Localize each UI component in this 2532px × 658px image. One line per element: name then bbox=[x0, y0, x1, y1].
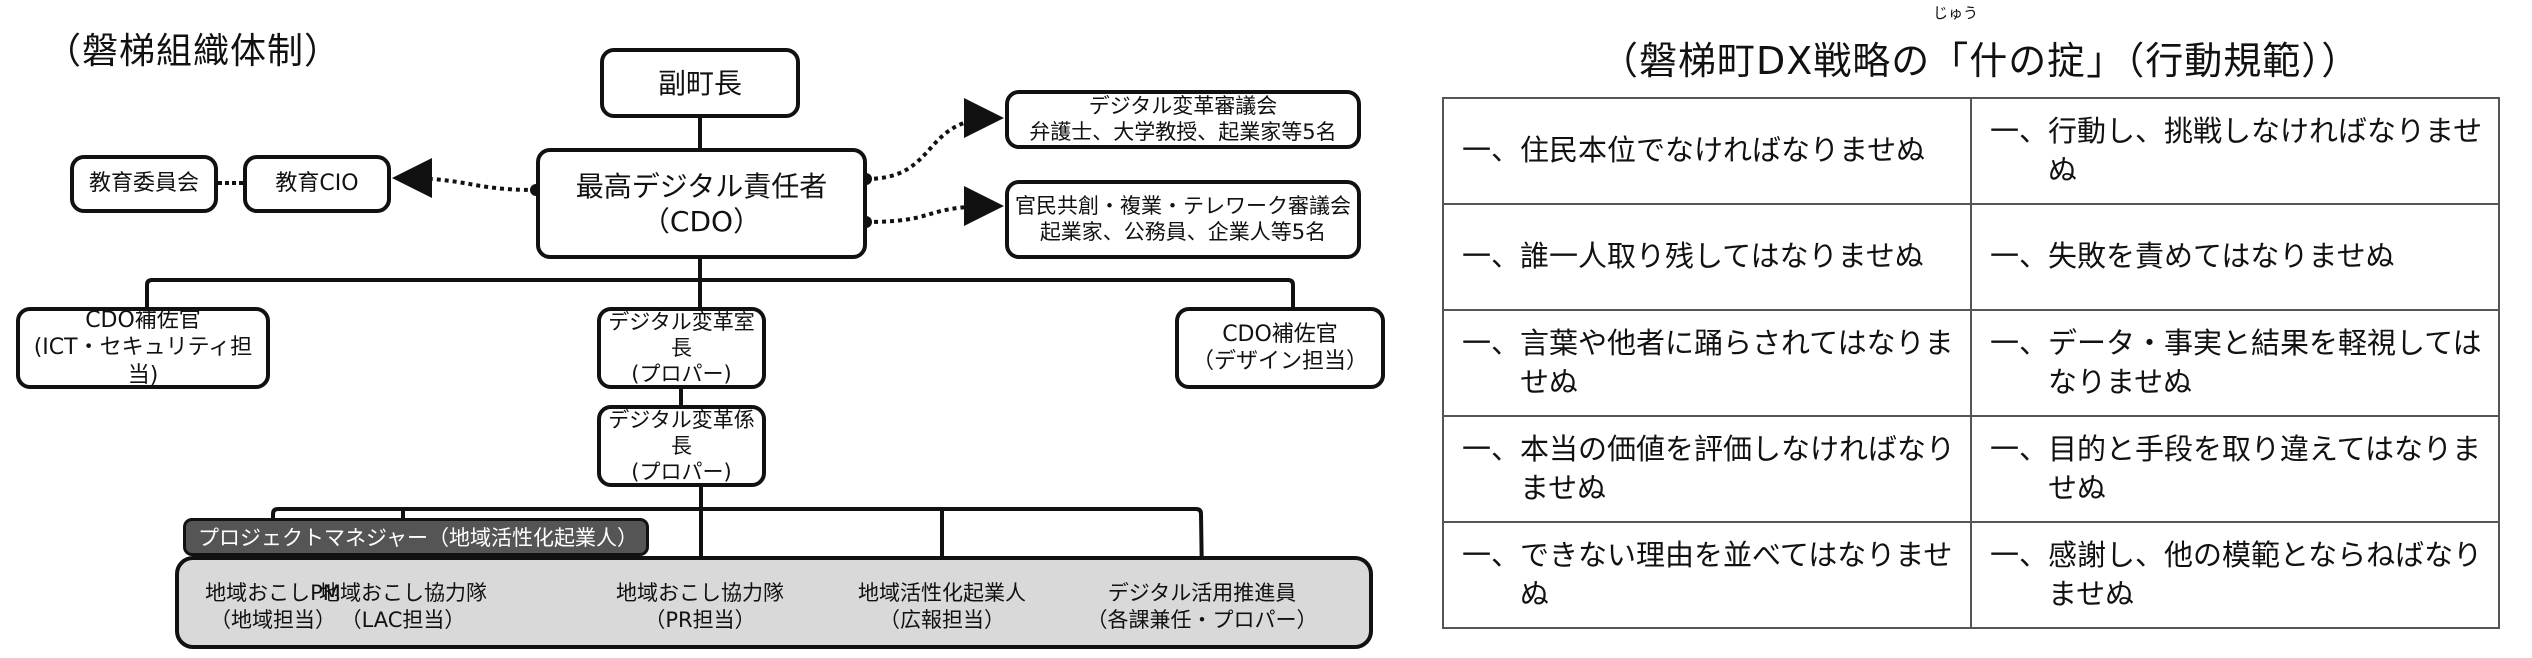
rule-item: 一、データ・事実と結果を軽視してはなりませぬ bbox=[1990, 324, 2484, 402]
rule-bullet: 一、 bbox=[1990, 325, 2049, 360]
rule-bullet: 一、 bbox=[1462, 537, 1521, 572]
member-name: 地域活性化起業人 bbox=[858, 581, 1026, 605]
member-role: （地域担当） bbox=[209, 608, 336, 633]
cocreation-council-name: 官民共創・複業・テレワーク審議会 bbox=[1015, 194, 1351, 219]
member-cooperation-lac: 地域おこし協力隊 （LAC担当） bbox=[319, 580, 487, 635]
rule-item: 一、目的と手段を取り違えてはなりませぬ bbox=[1990, 430, 2484, 508]
rule-text: 誰一人取り残してはなりませぬ bbox=[1520, 239, 1924, 274]
member-role: （LAC担当） bbox=[340, 608, 466, 633]
dx-section-head-title: デジタル変革係長 bbox=[608, 407, 755, 458]
member-regional-pm: 地域おこしPM （地域担当） bbox=[205, 580, 341, 635]
member-cooperation-pr: 地域おこし協力隊 （PR担当） bbox=[616, 580, 784, 635]
rule-bullet: 一、 bbox=[1462, 133, 1521, 168]
rule-item: 一、行動し、挑戦しなければなりませぬ bbox=[1990, 112, 2484, 190]
table-cell: 一、住民本位でなければなりませぬ bbox=[1442, 97, 1972, 205]
rule-text: できない理由を並べてはなりませぬ bbox=[1520, 537, 1953, 611]
member-name: 地域おこし協力隊 bbox=[616, 581, 784, 605]
rule-text: 本当の価値を評価しなければなりませぬ bbox=[1520, 431, 1956, 505]
rule-item: 一、感謝し、他の模範とならねばなりませぬ bbox=[1990, 536, 2484, 614]
rule-item: 一、誰一人取り残してはなりませぬ bbox=[1462, 237, 1956, 276]
member-name: デジタル活用推進員 bbox=[1107, 581, 1297, 605]
table-row: 一、誰一人取り残してはなりませぬ一、失敗を責めてはなりませぬ bbox=[1442, 203, 2500, 311]
rule-item: 一、住民本位でなければなりませぬ bbox=[1462, 131, 1956, 170]
member-name: 地域おこしPM bbox=[205, 581, 341, 605]
rule-item: 一、失敗を責めてはなりませぬ bbox=[1990, 237, 2484, 276]
rule-text: 住民本位でなければなりませぬ bbox=[1520, 133, 1926, 168]
connector-cdo-council2 bbox=[865, 186, 1004, 227]
connector-cdo-council1 bbox=[865, 98, 1004, 181]
dx-section-head-role: (プロパー) bbox=[631, 460, 732, 485]
education-board-label: 教育委員会 bbox=[88, 171, 199, 197]
dx-council-name: デジタル変革審議会 bbox=[1088, 94, 1278, 119]
rule-item: 一、本当の価値を評価しなければなりませぬ bbox=[1462, 430, 1956, 508]
rule-bullet: 一、 bbox=[1990, 431, 2049, 466]
connector-branch-top bbox=[145, 278, 1295, 307]
table-cell: 一、言葉や他者に踊らされてはなりませぬ bbox=[1442, 309, 1972, 417]
cdo-assistant-design-title: CDO補佐官 bbox=[1222, 321, 1338, 347]
cdo-assistant-ict-role: (ICT・セキュリティ担当) bbox=[33, 335, 253, 388]
table-cell: 一、目的と手段を取り違えてはなりませぬ bbox=[1970, 415, 2500, 523]
member-role: （各課兼任・プロパー） bbox=[1086, 608, 1318, 633]
rule-bullet: 一、 bbox=[1462, 431, 1521, 466]
cocreation-council-members: 起業家、公務員、企業人等5名 bbox=[1039, 219, 1327, 244]
dx-office-head-role: (プロパー) bbox=[631, 362, 732, 387]
project-team-group bbox=[175, 556, 1373, 649]
rule-text: 目的と手段を取り違えてはなりませぬ bbox=[2048, 431, 2481, 505]
deputy-mayor-label: 副町長 bbox=[657, 66, 742, 100]
org-chart-title: （磐梯組織体制） bbox=[45, 31, 342, 72]
member-regional-entrepreneur: 地域活性化起業人 （広報担当） bbox=[858, 580, 1026, 635]
table-row: 一、言葉や他者に踊らされてはなりませぬ一、データ・事実と結果を軽視してはなりませ… bbox=[1442, 309, 2500, 417]
table-cell: 一、誰一人取り残してはなりませぬ bbox=[1442, 203, 1972, 311]
rule-bullet: 一、 bbox=[1990, 113, 2049, 148]
rule-bullet: 一、 bbox=[1462, 325, 1521, 360]
rule-item: 一、言葉や他者に踊らされてはなりませぬ bbox=[1462, 324, 1956, 402]
code-of-conduct-table: 一、住民本位でなければなりませぬ一、行動し、挑戦しなければなりませぬ一、誰一人取… bbox=[1442, 97, 2500, 629]
table-row: 一、本当の価値を評価しなければなりませぬ一、目的と手段を取り違えてはなりませぬ bbox=[1442, 415, 2500, 523]
cocreation-council-box: 官民共創・複業・テレワーク審議会 起業家、公務員、企業人等5名 bbox=[1005, 180, 1361, 259]
table-cell: 一、できない理由を並べてはなりませぬ bbox=[1442, 521, 1972, 629]
table-cell: 一、失敗を責めてはなりませぬ bbox=[1970, 203, 2500, 311]
rule-text: 失敗を責めてはなりませぬ bbox=[2048, 239, 2395, 274]
table-cell: 一、本当の価値を評価しなければなりませぬ bbox=[1442, 415, 1972, 523]
education-board-box: 教育委員会 bbox=[70, 155, 218, 213]
table-cell: 一、感謝し、他の模範とならねばなりませぬ bbox=[1970, 521, 2500, 629]
member-digital-promoter: デジタル活用推進員 （各課兼任・プロパー） bbox=[1087, 580, 1318, 635]
dx-office-head-box: デジタル変革室長 (プロパー) bbox=[597, 307, 766, 389]
deputy-mayor-box: 副町長 bbox=[600, 48, 800, 118]
cdo-assistant-design-box: CDO補佐官 （デザイン担当） bbox=[1175, 307, 1385, 389]
table-cell: 一、データ・事実と結果を軽視してはなりませぬ bbox=[1970, 309, 2500, 417]
title-ruby: じゅう bbox=[1933, 4, 1979, 22]
table-row: 一、できない理由を並べてはなりませぬ一、感謝し、他の模範とならねばなりませぬ bbox=[1442, 521, 2500, 629]
education-cio-box: 教育CIO bbox=[243, 155, 391, 213]
table-cell: 一、行動し、挑戦しなければなりませぬ bbox=[1970, 97, 2500, 205]
code-of-conduct-title: （磐梯町DX戦略の「什の掟」（行動規範）） bbox=[1600, 39, 2361, 83]
cdo-assistant-ict-box: CDO補佐官 (ICT・セキュリティ担当) bbox=[16, 307, 270, 389]
dx-section-head-box: デジタル変革係長 (プロパー) bbox=[597, 405, 766, 487]
dx-office-head-title: デジタル変革室長 bbox=[608, 309, 755, 360]
dx-council-members: 弁護士、大学教授、起業家等5名 bbox=[1029, 119, 1337, 144]
cdo-assistant-design-role: （デザイン担当） bbox=[1191, 349, 1368, 374]
education-cio-label: 教育CIO bbox=[275, 171, 359, 197]
table-row: 一、住民本位でなければなりませぬ一、行動し、挑戦しなければなりませぬ bbox=[1442, 97, 2500, 205]
rule-text: 感謝し、他の模範とならねばなりませぬ bbox=[2048, 537, 2483, 611]
member-role: （PR担当） bbox=[644, 608, 756, 633]
member-name: 地域おこし協力隊 bbox=[319, 581, 487, 605]
rule-bullet: 一、 bbox=[1462, 239, 1521, 274]
rule-text: 行動し、挑戦しなければなりませぬ bbox=[2048, 113, 2483, 187]
project-manager-label: プロジェクトマネジャー（地域活性化起業人） bbox=[183, 518, 649, 556]
connector-cdo-cio bbox=[392, 158, 537, 199]
cdo-box: 最高デジタル責任者 （CDO） bbox=[536, 148, 867, 259]
rule-text: 言葉や他者に踊らされてはなりませぬ bbox=[1520, 325, 1954, 399]
connector-branch-bottom bbox=[271, 507, 1204, 581]
rule-text: データ・事実と結果を軽視してはなりませぬ bbox=[2048, 325, 2482, 399]
cdo-abbrev: （CDO） bbox=[641, 204, 762, 238]
rule-item: 一、できない理由を並べてはなりませぬ bbox=[1462, 536, 1956, 614]
rule-bullet: 一、 bbox=[1990, 239, 2049, 274]
rule-bullet: 一、 bbox=[1990, 537, 2049, 572]
cdo-title: 最高デジタル責任者 bbox=[575, 169, 828, 203]
member-role: （広報担当） bbox=[879, 608, 1005, 633]
dx-council-box: デジタル変革審議会 弁護士、大学教授、起業家等5名 bbox=[1005, 90, 1361, 149]
cdo-assistant-ict-title: CDO補佐官 bbox=[85, 307, 201, 333]
